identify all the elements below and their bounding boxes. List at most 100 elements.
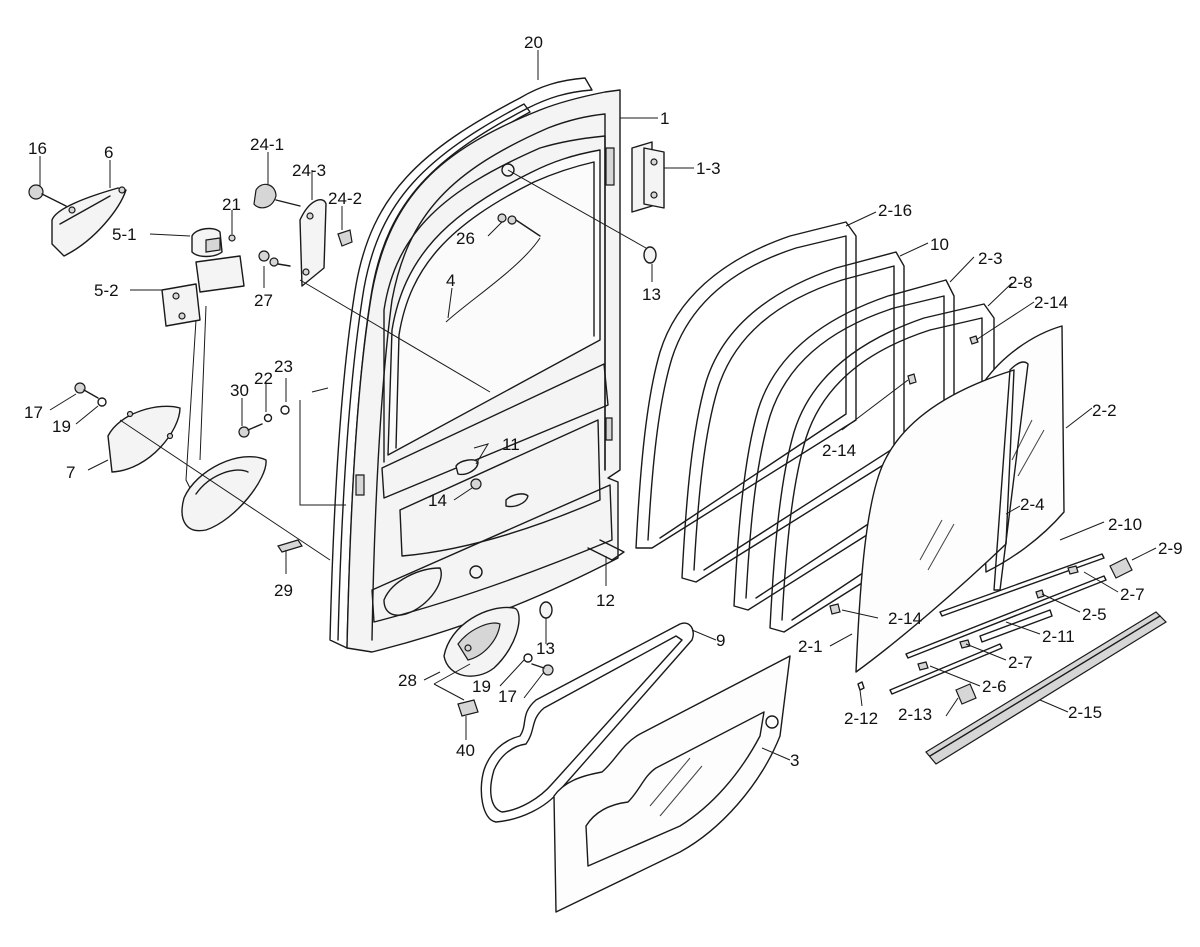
seal-10 — [681, 251, 905, 583]
callout-30: 30 — [230, 381, 249, 400]
latch-5-1 — [191, 227, 223, 258]
rod-bracket — [299, 400, 346, 506]
bolt-30 — [238, 423, 263, 438]
outer-handle-28 — [443, 606, 520, 677]
channel-2-4 — [993, 361, 1029, 591]
callout-2-12: 2-12 — [844, 709, 878, 728]
callout-13b: 13 — [536, 639, 555, 658]
callout-29: 29 — [274, 581, 293, 600]
callout-2-16: 2-16 — [878, 201, 912, 220]
button-11 — [455, 459, 479, 476]
callout-24-2: 24-2 — [328, 189, 362, 208]
rail-2-15 — [925, 611, 1167, 765]
washer-23 — [280, 405, 290, 415]
callout-2-4: 2-4 — [1020, 495, 1045, 514]
washer-19b — [523, 653, 533, 663]
callout-2-7a: 2-7 — [1120, 585, 1145, 604]
cover-7 — [107, 405, 181, 473]
callout-26: 26 — [456, 229, 475, 248]
handle-12 — [505, 493, 625, 561]
callout-20: 20 — [524, 33, 543, 52]
rail-2-5-2-11 — [905, 575, 1107, 659]
link-line-b — [299, 279, 491, 393]
callout-2-10: 2-10 — [1108, 515, 1142, 534]
clips-2-7 — [917, 565, 1079, 671]
bolt-27 — [258, 250, 291, 267]
bolt-17a — [74, 382, 99, 399]
strip-2-12 — [857, 681, 865, 691]
callout-2-3: 2-3 — [978, 249, 1003, 268]
glass-2-1 — [855, 369, 1015, 673]
callout-4: 4 — [446, 271, 455, 290]
callout-10: 10 — [930, 235, 949, 254]
seal-9 — [480, 622, 694, 823]
knob-24-1 — [253, 183, 301, 209]
callout-17a: 17 — [24, 403, 43, 422]
callout-2-5: 2-5 — [1082, 605, 1107, 624]
callout-27: 27 — [254, 291, 273, 310]
pin-29 — [277, 539, 303, 553]
callout-16: 16 — [28, 139, 47, 158]
callout-13a: 13 — [642, 285, 661, 304]
callout-23: 23 — [274, 357, 293, 376]
link-line-a — [119, 419, 331, 561]
callout-2-9: 2-9 — [1158, 539, 1183, 558]
callout-1-3: 1-3 — [696, 159, 721, 178]
callout-19a: 19 — [52, 417, 71, 436]
stopper-2-9 — [1109, 557, 1133, 579]
callout-24-1: 24-1 — [250, 135, 284, 154]
callout-17b: 17 — [498, 687, 517, 706]
callout-1: 1 — [660, 109, 669, 128]
callout-19b: 19 — [472, 677, 491, 696]
callout-5-1: 5-1 — [112, 225, 137, 244]
callout-28: 28 — [398, 671, 417, 690]
callout-14: 14 — [428, 491, 447, 510]
lead-28 — [433, 663, 471, 701]
callout-7: 7 — [66, 463, 75, 482]
stopper-2-13 — [955, 683, 977, 705]
bolt-26 — [497, 213, 541, 237]
bolt-17b — [531, 663, 554, 676]
callout-2-2: 2-2 — [1092, 401, 1117, 420]
screw-21 — [228, 234, 236, 242]
stopper-24-2 — [337, 229, 353, 247]
seal-2-8 — [769, 303, 995, 633]
callout-11: 11 — [502, 435, 520, 454]
callout-24-3: 24-3 — [292, 161, 326, 180]
cylinder-40 — [457, 699, 479, 717]
frame-2-3 — [733, 279, 955, 611]
cap-13a — [643, 246, 657, 264]
window-glass-4 — [445, 237, 541, 323]
callout-2-11: 2-11 — [1042, 627, 1075, 646]
callout-9: 9 — [716, 631, 725, 650]
bolt-16 — [28, 184, 67, 207]
callout-2-1: 2-1 — [798, 637, 823, 656]
lock-5-2 — [161, 255, 245, 501]
callout-2-15: 2-15 — [1068, 703, 1102, 722]
washer-19a — [97, 397, 107, 407]
callout-21: 21 — [222, 195, 241, 214]
inner-handle — [181, 455, 267, 532]
glass-3 — [553, 655, 791, 913]
rod — [311, 387, 329, 393]
bar-2-6 — [889, 643, 1003, 695]
callout-2-13: 2-13 — [898, 705, 932, 724]
callout-2-6: 2-6 — [982, 677, 1007, 696]
button-14 — [470, 478, 482, 490]
hinge-1-3 — [631, 141, 665, 213]
callout-6: 6 — [104, 143, 113, 162]
callout-2-14a: 2-14 — [1034, 293, 1068, 312]
callout-labels: 20 1 1-3 16 6 24-1 24-3 24-2 21 5-1 26 5… — [24, 33, 1183, 770]
washer-22 — [263, 413, 273, 423]
callout-2-14b: 2-14 — [822, 441, 856, 460]
callout-2-14c: 2-14 — [888, 609, 922, 628]
callout-5-2: 5-2 — [94, 281, 119, 300]
cap-13b — [539, 601, 553, 619]
bracket-24-3 — [299, 199, 327, 287]
leader-lines — [39, 50, 1157, 761]
callout-22: 22 — [254, 369, 273, 388]
door-frame-1 — [346, 89, 621, 653]
callout-12: 12 — [596, 591, 615, 610]
